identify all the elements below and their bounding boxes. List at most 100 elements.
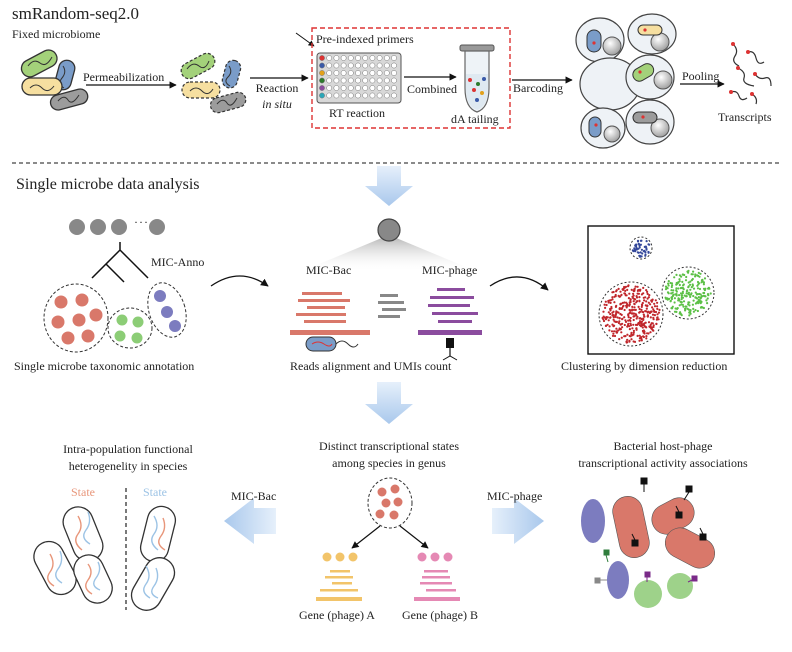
scatter-point <box>692 294 695 298</box>
gene-b-label: Gene (phage) B <box>402 608 478 622</box>
scatter-point <box>632 300 635 303</box>
scatter-point <box>687 301 690 304</box>
scatter-point <box>612 332 615 335</box>
plate-well <box>362 92 369 99</box>
scatter-point <box>617 311 620 314</box>
distinct-states-title-line1: Distinct transcriptional states <box>319 439 459 453</box>
scatter-point <box>678 312 681 315</box>
scatter-point <box>691 283 694 286</box>
host-phage-cells <box>581 496 716 608</box>
scatter-point <box>684 305 687 308</box>
transcripts-label: Transcripts <box>718 110 772 124</box>
scatter-point <box>655 318 659 321</box>
scatter-point <box>694 275 697 278</box>
scatter-point <box>694 291 697 294</box>
scatter-point <box>692 287 696 290</box>
mic-bac-reads <box>296 292 350 323</box>
scatter-point <box>612 290 615 294</box>
scatter-point <box>605 316 608 319</box>
scatter-point <box>624 289 627 292</box>
scatter-point <box>681 303 684 306</box>
scatter-point <box>667 284 670 287</box>
scatter-point <box>646 311 649 314</box>
scatter-point <box>638 339 641 342</box>
plate-well <box>391 62 397 69</box>
down-arrow-icon <box>365 166 413 206</box>
scatter-point <box>698 292 701 296</box>
plate-well <box>333 92 340 99</box>
da-tailing-label: dA tailing <box>451 112 499 126</box>
scatter-point <box>709 292 712 295</box>
mic-bac-label: MIC-Bac <box>306 263 352 277</box>
phage-icon <box>442 338 458 361</box>
scatter-point <box>681 290 685 293</box>
ellipsis-dots: ··· <box>134 215 149 229</box>
scatter-point <box>609 312 612 316</box>
scatter-point <box>635 327 638 330</box>
plate-well <box>340 55 347 61</box>
plate-well <box>319 92 325 99</box>
scatter-point <box>664 296 667 299</box>
scatter-point <box>630 309 634 312</box>
scatter-point <box>611 334 615 337</box>
scatter-point <box>687 281 690 284</box>
scatter-point <box>642 250 645 253</box>
reaction-label: Reaction <box>255 81 299 95</box>
scatter-point <box>636 239 640 242</box>
scatter-point <box>644 253 647 256</box>
plate-well <box>326 77 333 84</box>
scatter-point <box>618 320 621 323</box>
bac-genome-bar <box>290 330 370 335</box>
scatter-point <box>689 280 692 283</box>
scatter-point <box>638 334 641 337</box>
scatter-point <box>628 304 631 307</box>
scatter-point <box>686 307 689 310</box>
scatter-point <box>607 319 610 322</box>
fixed-microbiome-label: Fixed microbiome <box>12 27 101 41</box>
scatter-point <box>679 300 682 303</box>
scatter-point <box>673 276 676 279</box>
gene-a-label: Gene (phage) A <box>299 608 375 622</box>
plate-well <box>376 62 383 69</box>
scatter-point <box>638 300 641 303</box>
scatter-point <box>670 297 674 301</box>
scatter-point <box>651 306 654 309</box>
scatter-point <box>621 301 625 304</box>
scatter-point <box>632 340 635 343</box>
scatter-point <box>639 255 642 258</box>
plate-well <box>369 77 376 84</box>
plate-well <box>347 92 354 99</box>
scatter-point <box>602 319 606 323</box>
scatter-point <box>690 273 693 276</box>
plate-well <box>376 85 383 91</box>
scatter-point <box>685 292 688 295</box>
scatter-point <box>702 281 706 284</box>
scatter-point <box>621 318 624 321</box>
scatter-point <box>689 295 692 298</box>
scatter-point <box>692 270 695 273</box>
scatter-point <box>619 328 623 331</box>
mic-phage-bottom-label: MIC-phage <box>487 489 543 503</box>
scatter-point <box>643 299 646 302</box>
scatter-point <box>658 308 661 311</box>
scatter-point <box>617 329 620 332</box>
scatter-point <box>682 305 685 308</box>
scatter-point <box>646 297 649 300</box>
pooling-label: Pooling <box>682 69 720 83</box>
down-arrow-icon <box>365 382 413 424</box>
scatter-point <box>669 300 672 303</box>
scatter-point <box>681 280 684 283</box>
scatter-point <box>670 289 673 292</box>
scatter-point <box>656 301 659 304</box>
scatter-point <box>697 296 701 299</box>
cluster-scatter <box>601 239 712 344</box>
scatter-point <box>629 300 632 304</box>
scatter-point <box>629 322 632 325</box>
scatter-point <box>652 329 655 332</box>
scatter-point <box>633 287 636 290</box>
scatter-point <box>682 300 686 303</box>
scatter-point <box>633 303 636 306</box>
scatter-point <box>631 305 634 308</box>
scatter-point <box>688 314 691 317</box>
plate-well <box>369 55 376 61</box>
